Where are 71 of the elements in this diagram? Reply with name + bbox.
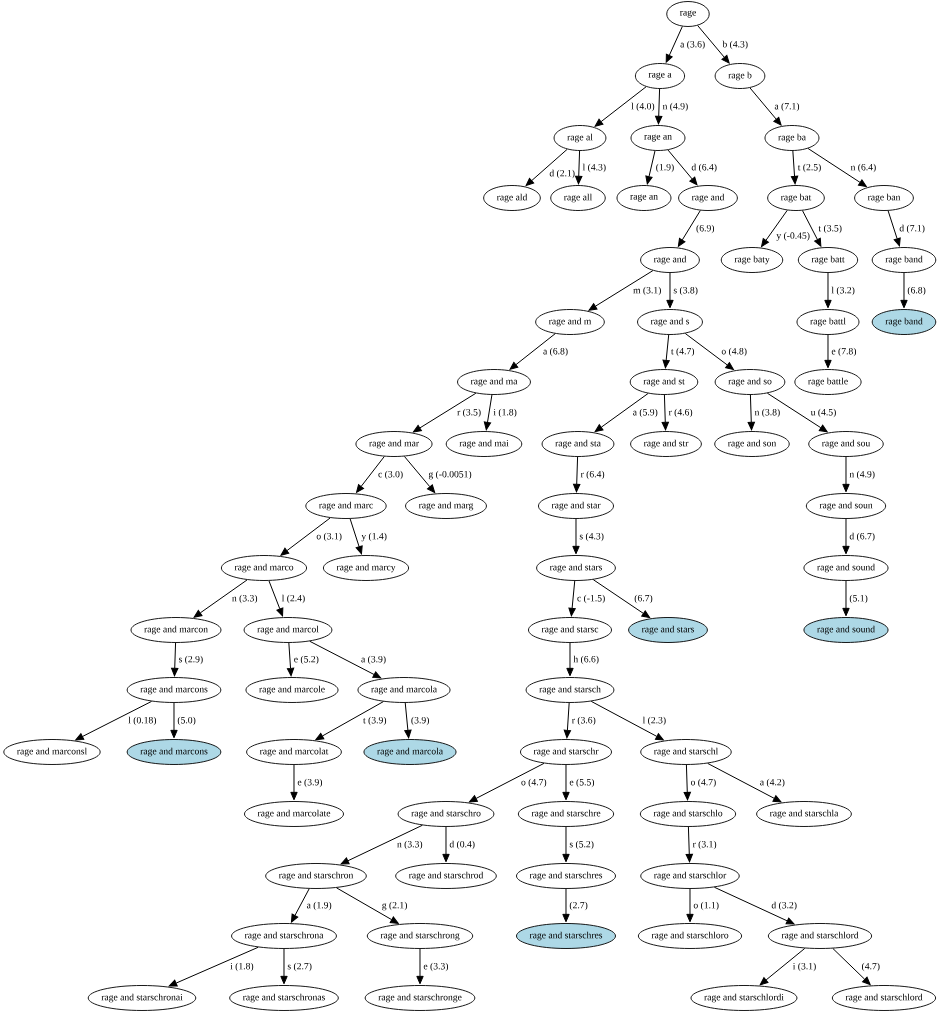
arrow (665, 26, 683, 63)
arrow (412, 392, 477, 433)
arrow (887, 210, 901, 247)
arrow (403, 455, 436, 493)
arrow (900, 272, 908, 309)
arrow (416, 948, 424, 985)
arrow (336, 887, 399, 924)
arrow (340, 824, 423, 865)
arrow (707, 762, 782, 803)
arrow (677, 210, 701, 247)
arrow (645, 150, 656, 185)
arrow (168, 946, 259, 987)
arrow (655, 88, 663, 125)
arrow (315, 701, 384, 741)
arrow (170, 702, 178, 739)
arrow (790, 150, 799, 185)
arrow (588, 270, 654, 311)
arrow (749, 87, 782, 126)
arrow (268, 580, 284, 617)
arrow (697, 25, 730, 64)
arrow (683, 764, 691, 801)
arrow (568, 580, 576, 617)
arrow (759, 947, 806, 986)
arrow (509, 333, 556, 370)
arrow (280, 517, 331, 556)
arrow (356, 456, 385, 493)
arrow (824, 272, 832, 309)
arrow (592, 579, 651, 619)
arrow (667, 149, 698, 186)
arrow (575, 150, 583, 185)
arrow (290, 764, 298, 801)
arrow (404, 702, 412, 739)
arrow (566, 642, 574, 677)
arrow (662, 334, 670, 369)
arrow (761, 209, 788, 247)
arrow (686, 888, 694, 923)
arrow (666, 272, 674, 309)
arrow (193, 579, 248, 618)
arrow (842, 518, 850, 555)
arrow (594, 392, 649, 433)
arrow (309, 640, 382, 679)
arrow (832, 948, 871, 986)
arrow (594, 86, 647, 127)
arrow (713, 886, 795, 925)
arrow (442, 826, 450, 863)
arrow (286, 642, 295, 677)
arrow (842, 456, 850, 493)
arrow (562, 888, 570, 923)
arrow (572, 518, 580, 555)
arrow (349, 518, 363, 555)
arrow (563, 702, 572, 739)
arrow (573, 456, 581, 493)
arrow (747, 394, 755, 431)
arrow (290, 888, 310, 923)
arrow (684, 332, 734, 371)
arrow (562, 764, 570, 801)
arrow (824, 334, 832, 369)
arrow (468, 762, 545, 803)
arrow (807, 148, 867, 187)
arrow (590, 700, 664, 741)
arrow (685, 826, 693, 863)
arrow (562, 826, 570, 863)
arrow (483, 394, 493, 431)
arrow (280, 948, 288, 985)
arrow (75, 700, 153, 741)
arrow (842, 580, 850, 617)
arrow (525, 148, 568, 187)
arrow (171, 642, 179, 677)
arrow (766, 392, 828, 433)
arrow (661, 394, 669, 431)
arrow (802, 210, 822, 247)
